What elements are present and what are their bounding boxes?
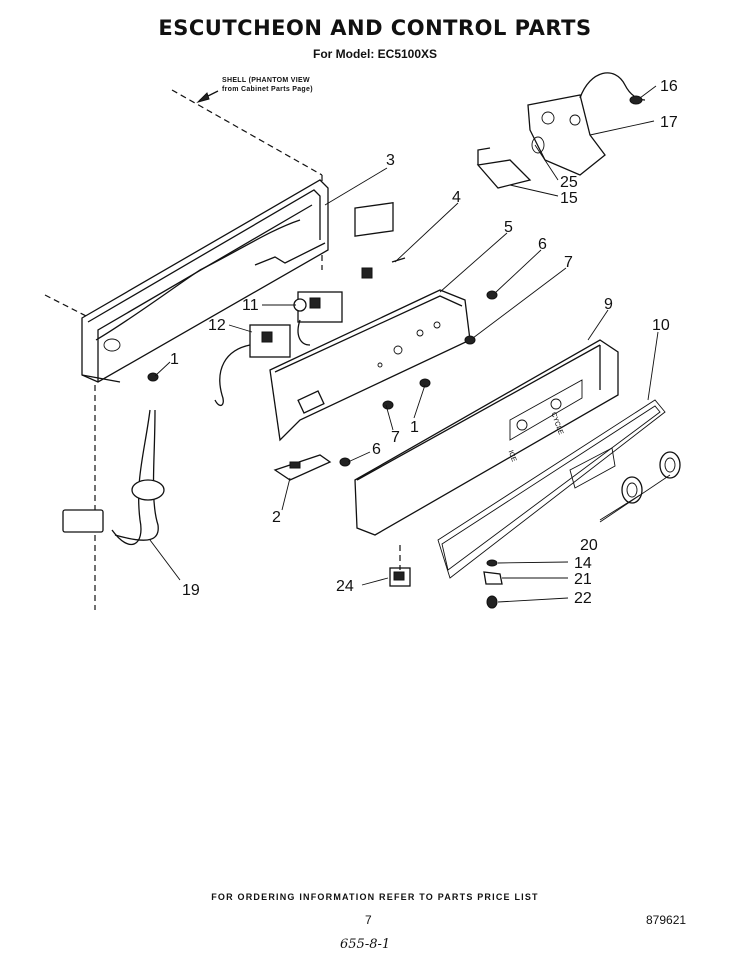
callout-15: 15 — [560, 190, 578, 207]
callout-7a: 7 — [564, 254, 573, 271]
callout-2: 2 — [272, 509, 281, 526]
callout-9: 9 — [604, 296, 613, 313]
callout-leader-lines — [149, 85, 671, 603]
switch-part-4 — [354, 202, 406, 279]
washer-part-14 — [486, 559, 498, 567]
mounting-bracket-part-17 — [527, 94, 606, 176]
shell-phantom-note: SHELL (PHANTOM VIEW from Cabinet Parts P… — [222, 76, 313, 94]
shield-part-15 — [476, 147, 532, 189]
callout-11: 11 — [242, 297, 259, 314]
callout-3: 3 — [386, 152, 395, 169]
screw-part-6b — [339, 457, 351, 467]
callout-20: 20 — [580, 537, 598, 554]
shell-note-line-1: SHELL (PHANTOM VIEW — [222, 77, 310, 84]
callout-21: 21 — [574, 571, 592, 588]
knob-part-20a — [621, 476, 643, 504]
overlay-part-10 — [437, 399, 666, 579]
handwritten-note: 655-8-1 — [340, 937, 391, 952]
model-subtitle: For Model: EC5100XS — [312, 47, 438, 61]
callout-19: 19 — [182, 582, 200, 599]
callout-24: 24 — [336, 578, 354, 595]
screw-part-22 — [486, 595, 498, 609]
callout-5: 5 — [504, 219, 513, 236]
clip-part-21 — [483, 571, 503, 585]
callout-14: 14 — [574, 555, 592, 572]
shell-note-line-2: from Cabinet Parts Page) — [222, 86, 313, 93]
callout-12: 12 — [208, 317, 226, 334]
screw-part-1b — [419, 378, 431, 388]
valve-part-11 — [293, 291, 343, 346]
escutcheon-part-9 — [354, 339, 619, 536]
screw-part-7a — [464, 335, 476, 345]
callout-6a: 6 — [538, 236, 547, 253]
panel-label-ice: ICE — [507, 449, 518, 463]
wiring-harness-part-19 — [62, 409, 165, 545]
callout-17: 17 — [660, 114, 678, 131]
clip-part-24 — [389, 567, 411, 587]
knob-part-20b — [659, 451, 681, 479]
callout-6b: 6 — [372, 441, 381, 458]
document-number: 879621 — [646, 913, 687, 927]
screw-part-6a — [486, 290, 498, 300]
callout-10: 10 — [652, 317, 670, 334]
callout-1b: 1 — [410, 419, 419, 436]
bracket-part-2 — [273, 454, 332, 481]
wire-lead-part-16 — [579, 72, 646, 105]
valve-part-12 — [214, 324, 291, 407]
screw-part-7b — [382, 400, 394, 410]
page-title: ESCUTCHEON AND CONTROL PARTS — [158, 16, 592, 40]
callout-4: 4 — [452, 189, 461, 206]
callout-22: 22 — [574, 590, 592, 607]
ordering-note: FOR ORDERING INFORMATION REFER TO PARTS … — [211, 892, 539, 902]
page-number: 7 — [365, 913, 372, 927]
callout-25: 25 — [560, 174, 578, 191]
callout-16: 16 — [660, 78, 678, 95]
callout-7b: 7 — [391, 429, 400, 446]
shell-pointer-arrow — [196, 90, 219, 103]
console-bracket-part-3 — [81, 179, 329, 383]
callout-1a: 1 — [170, 351, 179, 368]
